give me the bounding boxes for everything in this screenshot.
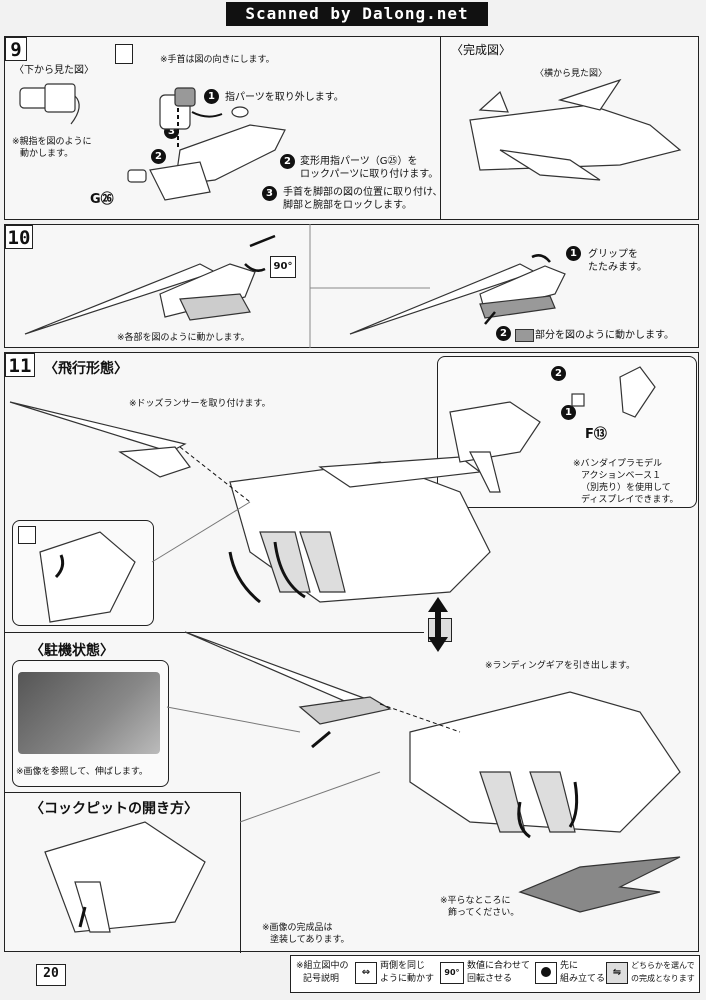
part-label-g26: G㉖ [90,192,114,207]
remove-finger-text: 指パーツを取り外します。 [225,92,344,103]
attach-wrist-text-2: 脚部と腕部をロックします。 [283,200,412,211]
both-sides-icon [115,44,133,64]
flight-parked-divider [4,632,424,633]
legend-title-1: ※組立図中の [296,961,349,971]
fold-grip-text-2: たたみます。 [588,262,647,273]
painted-note-2: 塗装してあります。 [270,935,350,945]
legend-3-text-1: 先に [560,961,579,971]
cockpit-open-title: 〈コックピットの開き方〉 [30,801,198,817]
flat-surface-note-2: 飾ってください。 [448,908,520,918]
cockpit-section-divider [4,792,241,953]
thumb-note-line1: ※親指を図のように [12,137,92,147]
page-number: 20 [36,964,66,986]
grey-part-swatch [515,329,534,342]
move-parts-note: ※各部を図のように動かします。 [117,333,250,343]
attach-wrist-text-1: 手首を脚部の図の位置に取り付け、 [283,187,443,198]
assemble-first-icon [535,962,557,984]
move-part-text: 部分を図のように動かします。 [535,330,674,341]
wrist-note: ※手首は図の向きにします。 [160,55,275,65]
step-2-text-marker: 2 [280,154,295,169]
step-9-number: 9 [5,37,27,61]
parked-mode-title: 〈駐機状態〉 [30,643,114,659]
parked-photo [18,672,160,754]
landing-gear-note: ※ランディングギアを引き出します。 [485,661,636,671]
legend-1-text-1: 両側を同じ [380,961,426,971]
step-10-panel [4,224,699,348]
legend-3-text-2: 組み立てる [560,974,606,984]
step-11-illustration [9,366,681,933]
action-base-note-1: ※バンダイプラモデル [573,459,662,469]
move-part-marker: 2 [496,326,511,341]
painted-note-1: ※画像の完成品は [262,923,333,933]
flight-mode-title: 〈飛行形態〉 [44,361,128,377]
side-view-label: 〈横から見た図〉 [535,69,608,79]
step-11-number: 11 [5,353,35,377]
fold-grip-marker: 1 [566,246,581,261]
rotate-icon: 90° [440,962,464,984]
attach-lancer-note: ※ドッズランサーを取り付けます。 [129,399,271,409]
both-sides-icon: ⇔ [355,962,377,984]
legend-2-text-1: 数値に合わせて [467,961,531,971]
scan-watermark: Scanned by Dalong.net [226,2,488,26]
extend-note: ※画像を参照して、伸ばします。 [16,767,148,777]
legend-4-text-2: の完成となります [631,974,695,983]
legend-2-text-2: 回転させる [467,974,513,984]
step-10-number: 10 [5,225,33,249]
fold-grip-text-1: グリップを [588,249,638,260]
action-base-note-2: アクションベース１ [581,471,662,481]
complete-title: 〈完成図〉 [451,43,512,57]
step-2-marker: 2 [151,149,166,164]
choose-icon: ⇋ [606,962,628,984]
step-3-text-marker: 3 [262,186,277,201]
step-10-illustration [24,224,566,348]
view-from-below-label: 〈下から見た図〉 [14,65,94,76]
rotate-90-icon: 90° [270,256,296,278]
stand-step-2-marker: 2 [551,366,566,381]
part-label-f13: F⑬ [585,427,607,442]
legend-1-text-2: ように動かす [380,974,435,984]
stand-step-1-marker: 1 [561,405,576,420]
step-9-illustration [19,78,682,201]
flat-surface-note-1: ※平らなところに [440,896,511,906]
legend-title-2: 記号説明 [303,974,340,984]
attach-finger-text-1: 変形用指パーツ（G㉕）を [300,156,418,167]
action-base-note-3: （別売り）を使用して [581,483,671,493]
assemble-first-inset-icon [18,526,36,544]
step-1-marker: 1 [204,89,219,104]
step-9-divider [440,36,441,220]
thumb-note-line2: 動かします。 [20,149,74,159]
legend-4-text-1: どちらかを選んで [631,961,695,970]
action-base-note-4: ディスプレイできます。 [581,495,679,505]
attach-finger-text-2: ロックパーツに取り付けます。 [300,169,439,180]
